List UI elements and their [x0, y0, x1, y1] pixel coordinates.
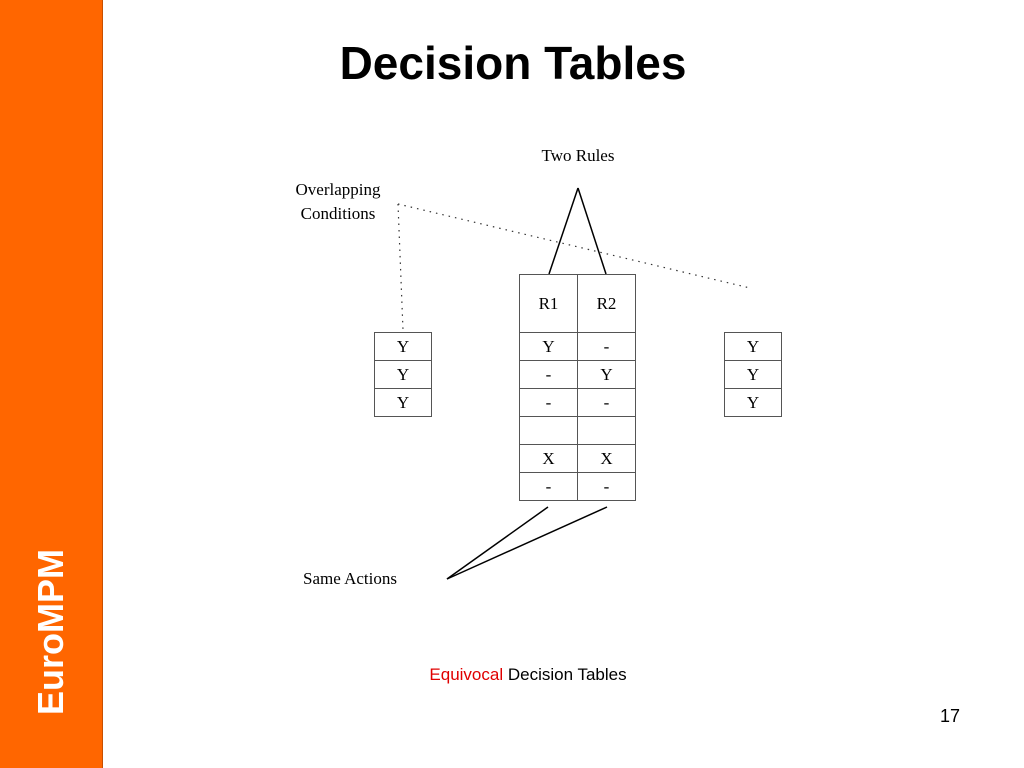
table-cell: Y — [519, 332, 578, 361]
table-cell: X — [519, 444, 578, 473]
two-rules-line-r2 — [577, 187, 607, 275]
table-cell: Y — [374, 388, 432, 417]
table-row: Y — [724, 360, 782, 389]
two-rules-line-r1 — [548, 187, 579, 275]
table-cell: Y — [374, 332, 432, 361]
caption-rest: Decision Tables — [503, 665, 627, 684]
table-cell: Y — [577, 360, 636, 389]
table-cell: Y — [724, 388, 782, 417]
table-row: X X — [519, 444, 636, 473]
slide-title: Decision Tables — [339, 37, 687, 89]
two-rules-label: Two Rules — [541, 146, 615, 165]
sidebar: EuroMPM — [0, 0, 103, 768]
table-row: Y — [724, 388, 782, 417]
table-row: - Y — [519, 360, 636, 389]
table-row: Y — [724, 332, 782, 361]
table-cell — [519, 416, 578, 445]
same-actions-line-r2 — [446, 506, 608, 580]
table-cell: Y — [724, 360, 782, 389]
table-row: - - — [519, 472, 636, 501]
table-row: Y - — [519, 332, 636, 361]
table-cell: - — [577, 472, 636, 501]
table-cell: - — [519, 388, 578, 417]
same-actions-line-r1 — [446, 506, 549, 580]
table-cell: - — [577, 388, 636, 417]
same-actions-label: Same Actions — [303, 569, 397, 588]
slide-caption: Equivocal Decision Tables — [429, 665, 626, 685]
table-cell: Y — [724, 332, 782, 361]
right-condition-table: Y Y Y — [724, 332, 782, 417]
caption-highlight: Equivocal — [429, 665, 504, 684]
table-cell — [577, 416, 636, 445]
header-cell-r1: R1 — [519, 274, 578, 333]
table-cell: - — [577, 332, 636, 361]
table-row: Y — [374, 388, 432, 417]
table-cell: X — [577, 444, 636, 473]
table-cell: - — [519, 360, 578, 389]
page-number: 17 — [940, 706, 961, 726]
overlapping-conditions-label: Overlapping Conditions — [296, 178, 381, 226]
table-row: Y — [374, 360, 432, 389]
left-condition-table: Y Y Y — [374, 332, 432, 417]
table-cell: - — [519, 472, 578, 501]
table-row — [519, 416, 636, 445]
table-row: Y — [374, 332, 432, 361]
table-cell: Y — [374, 360, 432, 389]
table-header-row: R1 R2 — [519, 274, 636, 333]
overlap-dotted-line-left — [397, 203, 404, 331]
header-cell-r2: R2 — [577, 274, 636, 333]
overlapping-label-line2: Conditions — [300, 204, 376, 223]
main-decision-table: R1 R2 Y - - Y - - X X - - — [519, 274, 636, 501]
overlapping-label-line1: Overlapping — [295, 180, 381, 199]
table-row: - - — [519, 388, 636, 417]
